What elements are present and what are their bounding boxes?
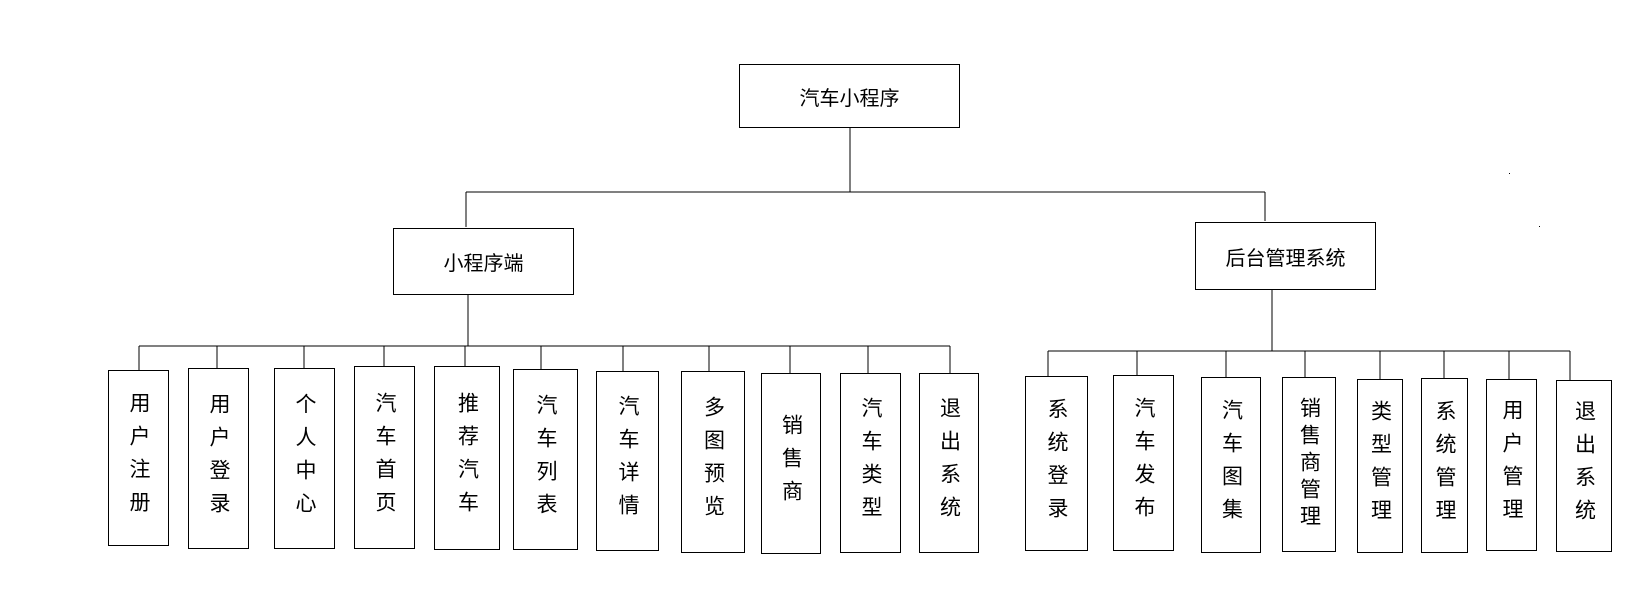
leaf-node-label: 退出系统 [1572, 400, 1597, 532]
leaf-node-label: 汽车类型 [859, 397, 883, 529]
leaf-node: 汽车发布 [1113, 375, 1174, 551]
leaf-node: 类型管理 [1357, 379, 1403, 553]
leaf-node: 系统登录 [1025, 376, 1088, 551]
leaf-node-label: 类型管理 [1368, 400, 1393, 532]
leaf-node-label: 汽车列表 [534, 393, 558, 526]
leaf-node-label: 汽车详情 [616, 395, 640, 527]
leaf-node: 汽车列表 [513, 369, 578, 550]
leaf-node-label: 用户注册 [127, 392, 151, 524]
leaf-node: 用户管理 [1486, 379, 1537, 551]
root-node-label: 汽车小程序 [799, 85, 900, 110]
branch-node-admin-system: 后台管理系统 [1195, 222, 1376, 290]
leaf-node: 退出系统 [919, 373, 979, 553]
leaf-node: 系统管理 [1421, 378, 1468, 553]
leaf-node: 汽车图集 [1201, 377, 1261, 553]
leaf-node-label: 汽车图集 [1219, 399, 1244, 531]
root-node: 汽车小程序 [739, 64, 960, 128]
leaf-node: 销售商 [761, 373, 821, 554]
leaf-node: 多图预览 [681, 371, 745, 553]
branch-node-label: 小程序端 [443, 251, 524, 275]
leaf-node-label: 系统管理 [1433, 399, 1457, 532]
leaf-node-label: 销售商管理 [1297, 397, 1322, 532]
leaf-node-label: 个人中心 [293, 392, 317, 525]
leaf-node: 销售商管理 [1282, 377, 1336, 552]
leaf-node-label: 用户登录 [207, 392, 231, 525]
stray-dot [1509, 173, 1510, 174]
branch-node-label: 后台管理系统 [1225, 245, 1346, 270]
leaf-node-label: 多图预览 [701, 396, 726, 528]
leaf-node: 汽车详情 [596, 371, 659, 551]
leaf-node-label: 退出系统 [937, 397, 962, 529]
leaf-node: 用户注册 [108, 370, 169, 546]
leaf-node: 推荐汽车 [434, 366, 500, 550]
leaf-node: 个人中心 [274, 368, 335, 549]
stray-dot [1539, 226, 1540, 227]
leaf-node-label: 系统登录 [1045, 397, 1069, 530]
branch-node-mini-program: 小程序端 [393, 228, 574, 295]
leaf-node-label: 推荐汽车 [455, 392, 480, 524]
leaf-node: 退出系统 [1556, 380, 1612, 552]
leaf-node: 用户登录 [188, 368, 249, 549]
leaf-node-label: 用户管理 [1500, 399, 1524, 531]
leaf-node: 汽车首页 [354, 366, 415, 549]
leaf-node-label: 汽车首页 [373, 391, 397, 524]
leaf-node-label: 销售商 [779, 414, 804, 513]
leaf-node: 汽车类型 [840, 373, 901, 553]
leaf-node-label: 汽车发布 [1132, 397, 1156, 529]
